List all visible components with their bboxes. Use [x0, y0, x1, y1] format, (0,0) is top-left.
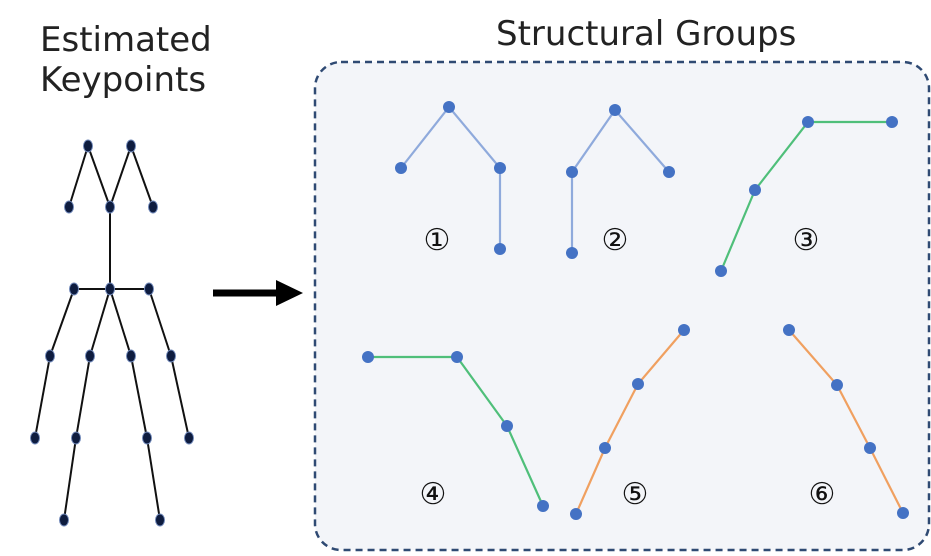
keypoint	[144, 282, 154, 296]
keypoint	[126, 139, 136, 153]
keypoint	[59, 513, 69, 527]
keypoint	[30, 431, 40, 445]
keypoint	[166, 349, 176, 363]
keypoint	[85, 349, 95, 363]
group-6: ⑥	[783, 324, 909, 519]
group-6-label: ⑥	[809, 477, 836, 512]
group-4-label: ④	[420, 477, 447, 512]
keypoint	[155, 513, 165, 527]
keypoint	[105, 282, 115, 296]
group-4: ④	[362, 351, 549, 512]
group-1: ①	[395, 101, 506, 258]
keypoint	[83, 139, 93, 153]
keypoint	[142, 431, 152, 445]
structural-groups-panel	[313, 60, 931, 552]
keypoint	[64, 200, 74, 214]
right-title: Structural Groups	[496, 14, 797, 54]
group-3: ③	[715, 116, 898, 277]
keypoint	[105, 200, 115, 214]
keypoint	[148, 200, 158, 214]
skeleton-keypoints	[30, 139, 194, 527]
keypoint	[71, 431, 81, 445]
group-5: ⑤	[570, 324, 690, 520]
keypoint	[69, 282, 79, 296]
group-2-label: ②	[602, 223, 629, 258]
group-2: ②	[566, 104, 675, 259]
keypoint	[184, 431, 194, 445]
left-title: Estimated Keypoints	[40, 20, 212, 100]
skeleton-figure	[34, 145, 190, 521]
right-arrow-icon	[213, 280, 303, 306]
group-5-label: ⑤	[622, 477, 649, 512]
group-1-label: ①	[424, 223, 451, 258]
left-title-line2: Keypoints	[40, 60, 207, 100]
group-3-label: ③	[793, 223, 820, 258]
left-title-line1: Estimated	[40, 20, 212, 60]
keypoint	[126, 349, 136, 363]
keypoint	[45, 349, 55, 363]
